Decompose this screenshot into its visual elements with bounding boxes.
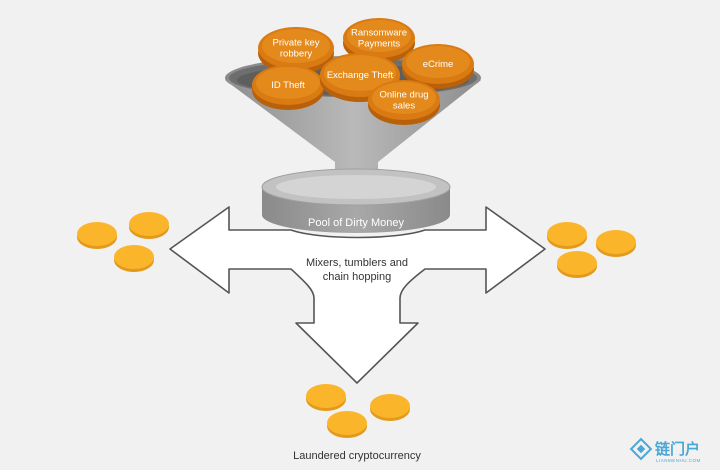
source-label: Exchange Theft [327, 70, 394, 81]
source-label: eCrime [423, 59, 454, 70]
mixer-label-line2: chain hopping [323, 271, 392, 283]
gold-coin [596, 230, 636, 257]
mixer-label-line1: Mixers, tumblers and [306, 257, 408, 269]
mixer-arrow [169, 206, 546, 384]
source-label: ID Theft [271, 80, 305, 91]
source-label: sales [393, 101, 415, 112]
source-coin-ecrime: eCrime [402, 44, 474, 89]
source-coins: Private keyrobberyRansomwarePaymentseCri… [252, 18, 474, 125]
gold-coin [557, 251, 597, 278]
watermark-sub: LIANMENHU.COM [656, 458, 701, 463]
gold-coin [306, 384, 346, 411]
gold-coin [327, 411, 367, 438]
source-label: Payments [358, 39, 400, 50]
gold-coin [547, 222, 587, 249]
laundered-crypto-label: Laundered cryptocurrency [293, 450, 421, 462]
pool-label: Pool of Dirty Money [308, 217, 404, 229]
watermark-brand: 链门户 [655, 440, 700, 458]
gold-coins-bottom [306, 384, 410, 438]
gold-coin [77, 222, 117, 249]
chain-logo-icon [629, 437, 653, 461]
source-label: Online drug [379, 90, 428, 101]
source-coin-id-theft: ID Theft [252, 65, 324, 110]
dirty-money-pool: Pool of Dirty Money [261, 168, 451, 233]
gold-coins-left [77, 212, 169, 272]
gold-coin [129, 212, 169, 239]
source-label: robbery [280, 49, 312, 60]
gold-coin [114, 245, 154, 272]
gold-coins-right [547, 222, 636, 278]
source-label: Private key [273, 38, 320, 49]
source-label: Ransomware [351, 28, 407, 39]
gold-coin [370, 394, 410, 421]
watermark-logo: 链门户 LIANMENHU.COM [629, 437, 701, 463]
